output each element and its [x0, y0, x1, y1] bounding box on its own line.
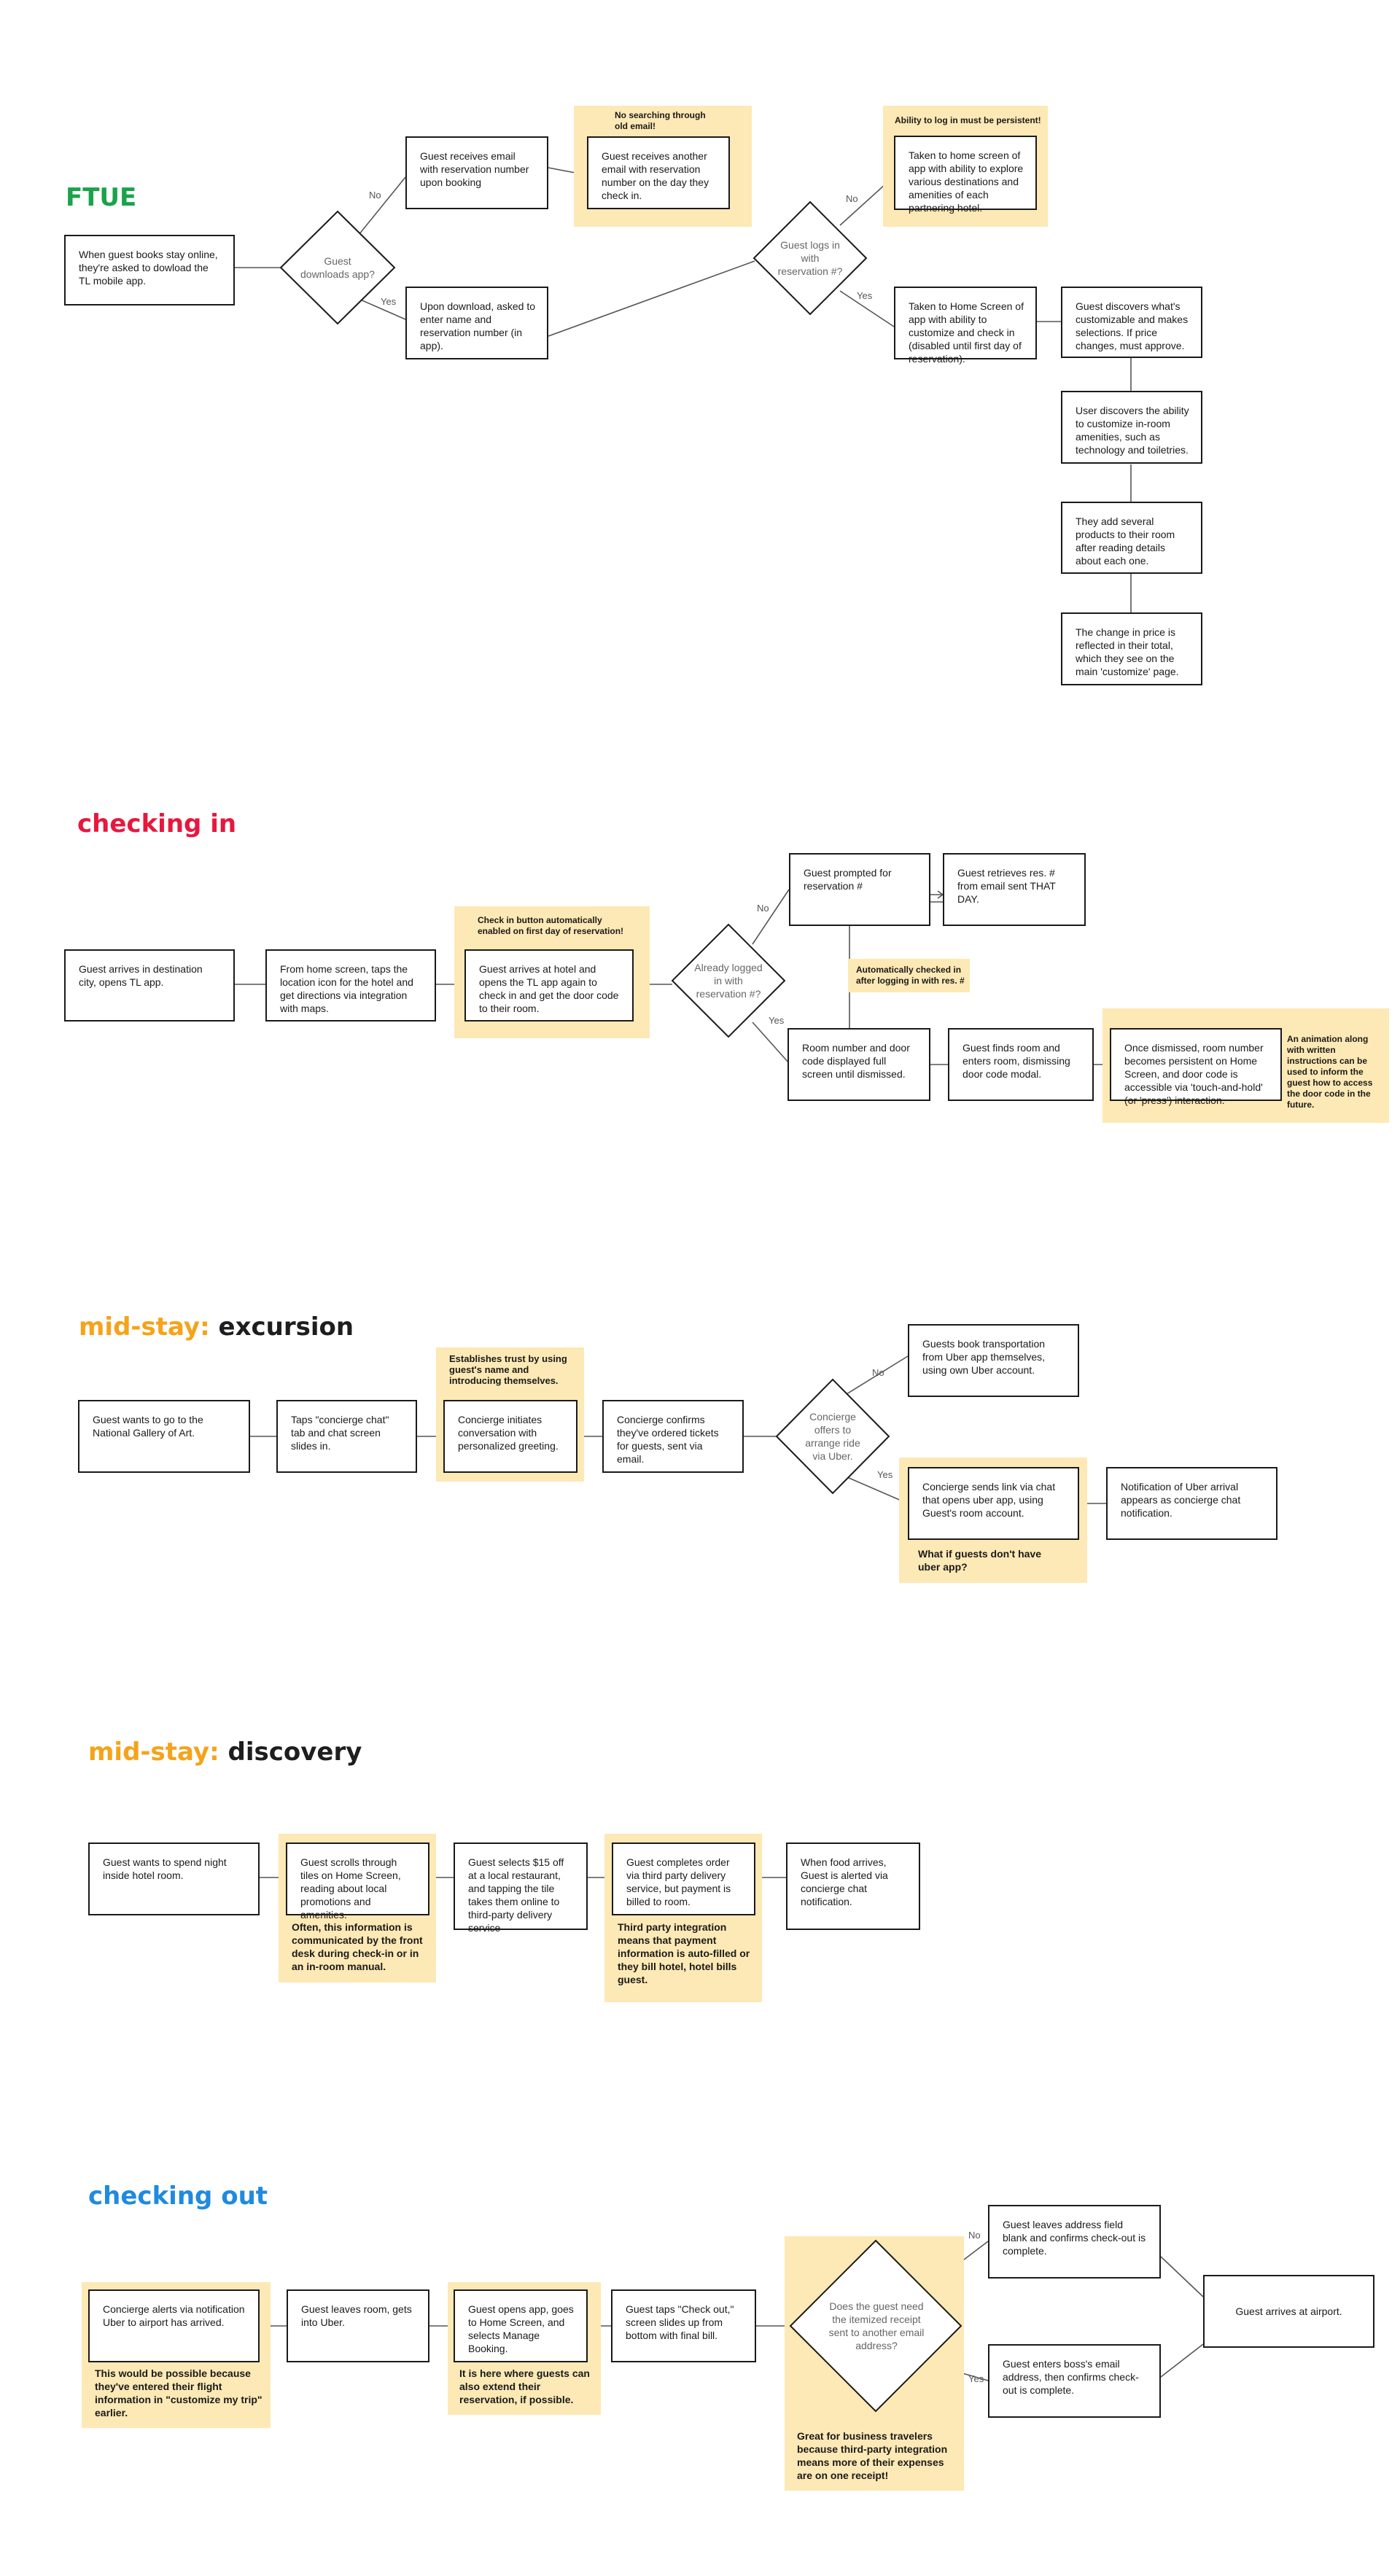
- excursion-concierge-confirms-node: Concierge confirms they've ordered ticke…: [602, 1400, 744, 1473]
- excursion-want-gallery-node: Guest wants to go to the National Galler…: [78, 1400, 250, 1473]
- excursion-uber-arrival-node: Notification of Uber arrival appears as …: [1106, 1467, 1278, 1540]
- checkout-business-note: Great for business travelers because thi…: [797, 2430, 948, 2481]
- ftue-discover-amenities-node: User discovers the ability to customize …: [1061, 391, 1202, 464]
- excursion-decision-ride-text: Concierge offers to arrange ride via Ube…: [805, 1411, 860, 1462]
- checkin-button-note: Check in button automatically enabled on…: [478, 915, 624, 936]
- checkout-open-app-node: Guest opens app, goes to Home Screen, an…: [454, 2289, 588, 2362]
- discovery-complete-order-node: Guest completes order via third party de…: [612, 1842, 755, 1915]
- excursion-label-yes: Yes: [877, 1469, 893, 1480]
- checkout-label-yes: Yes: [968, 2373, 984, 2384]
- discovery-select-offer-node: Guest selects $15 off at a local restaur…: [454, 1842, 588, 1934]
- checkout-decision-receipt-text: Does the guest need the itemized receipt…: [828, 2300, 925, 2351]
- ftue-email-checkin-day-node: Guest receives another email with reserv…: [587, 136, 730, 209]
- ftue-label-no-1: No: [369, 190, 381, 201]
- ftue-decision-login-text: Guest logs in with reservation #?: [777, 239, 843, 277]
- decision-ride-diamond: [775, 1378, 890, 1495]
- checkout-leave-room-node: Guest leaves room, gets into Uber.: [287, 2289, 429, 2362]
- decision-downloads-diamond: [279, 210, 396, 325]
- excursion-trust-note: Establishes trust by using guest's name …: [449, 1353, 567, 1386]
- checkout-extend-note: It is here where guests can also extend …: [459, 2367, 590, 2405]
- checkin-label-no: No: [757, 903, 769, 914]
- checkin-persistent-code-node: Once dismissed, room number becomes pers…: [1110, 1028, 1282, 1106]
- checkin-prompted-node: Guest prompted for reservation #: [789, 853, 930, 926]
- section-title-checking-in: checking in: [77, 809, 237, 838]
- checkin-animation-note: An animation along with written instruct…: [1287, 1034, 1373, 1110]
- decision-logged-in-diamond: [671, 923, 786, 1038]
- section-title-checking-out: checking out: [88, 2182, 268, 2211]
- checkin-arrive-city-node: Guest arrives in destination city, opens…: [64, 949, 235, 1022]
- ftue-download-enter-node: Upon download, asked to enter name and r…: [405, 287, 548, 359]
- excursion-book-own-node: Guests book transportation from Uber app…: [908, 1324, 1079, 1397]
- discovery-front-desk-note: Often, this information is communicated …: [292, 1921, 423, 1972]
- checkin-door-code-modal-node: Room number and door code displayed full…: [788, 1028, 930, 1101]
- ftue-persistent-note: Ability to log in must be persistent!: [895, 115, 1041, 125]
- excursion-concierge-initiates-node: Concierge initiates conversation with pe…: [443, 1400, 578, 1473]
- checkin-decision-logged-in-text: Already logged in with reservation #?: [694, 962, 763, 1000]
- decision-login-diamond: [752, 201, 868, 316]
- checkin-arrive-hotel-node: Guest arrives at hotel and opens the TL …: [464, 949, 634, 1022]
- ftue-home-customize-node: Taken to Home Screen of app with ability…: [894, 287, 1037, 365]
- ftue-email-booking-node: Guest receives email with reservation nu…: [405, 136, 548, 209]
- discovery-third-party-note: Third party integration means that payme…: [618, 1921, 750, 1985]
- ftue-decision-downloads-text: Guest downloads app?: [300, 255, 375, 280]
- discovery-scroll-tiles-node: Guest scrolls through tiles on Home Scre…: [286, 1842, 429, 1921]
- ftue-discover-customizable-node: Guest discovers what's customizable and …: [1061, 287, 1202, 358]
- excursion-tap-chat-node: Taps "concierge chat" tab and chat scree…: [276, 1400, 417, 1473]
- checkout-airport-node: Guest arrives at airport.: [1203, 2275, 1374, 2348]
- ftue-home-explore-node: Taken to home screen of app with ability…: [894, 136, 1037, 214]
- checkin-retrieve-node: Guest retrieves res. # from email sent T…: [943, 853, 1086, 926]
- checkout-flight-note: This would be possible because they've e…: [95, 2367, 262, 2419]
- section-title-excursion: mid-stay: excursion: [79, 1312, 354, 1342]
- ftue-label-no-2: No: [846, 193, 858, 204]
- discovery-food-arrives-node: When food arrives, Guest is alerted via …: [786, 1842, 920, 1930]
- ftue-price-change-node: The change in price is reflected in thei…: [1061, 612, 1202, 685]
- excursion-label-no: No: [872, 1367, 884, 1378]
- checkout-label-no: No: [968, 2230, 981, 2241]
- checkout-enter-boss-node: Guest enters boss's email address, then …: [988, 2344, 1161, 2418]
- checkin-find-room-node: Guest finds room and enters room, dismis…: [948, 1028, 1094, 1101]
- ftue-add-products-node: They add several products to their room …: [1061, 502, 1202, 574]
- checkout-airport-label: Guest arrives at airport.: [1235, 2305, 1342, 2317]
- discovery-spend-night-node: Guest wants to spend night inside hotel …: [88, 1842, 260, 1915]
- ftue-start-node: When guest books stay online, they're as…: [64, 235, 235, 306]
- excursion-no-uber-note: What if guests don't have uber app?: [918, 1548, 1042, 1573]
- checkout-tap-checkout-node: Guest taps "Check out," screen slides up…: [611, 2289, 756, 2362]
- checkout-alert-uber-node: Concierge alerts via notification Uber t…: [88, 2289, 260, 2362]
- checkin-tap-location-node: From home screen, taps the location icon…: [265, 949, 436, 1022]
- checkout-decision-receipt-overlay: [789, 2239, 962, 2413]
- ftue-label-yes-1: Yes: [381, 296, 397, 307]
- checkin-auto-highlight: [848, 959, 970, 992]
- ftue-no-search-note: No searching through old email!: [615, 110, 706, 131]
- section-title-ftue: FTUE: [66, 183, 137, 212]
- checkin-label-yes: Yes: [769, 1015, 785, 1026]
- ftue-label-yes-2: Yes: [857, 290, 873, 301]
- checkin-auto-note: Automatically checked in after logging i…: [856, 965, 965, 986]
- excursion-send-link-node: Concierge sends link via chat that opens…: [908, 1467, 1079, 1540]
- checkout-leave-blank-node: Guest leaves address field blank and con…: [988, 2205, 1161, 2279]
- section-title-discovery: mid-stay: discovery: [88, 1738, 362, 1767]
